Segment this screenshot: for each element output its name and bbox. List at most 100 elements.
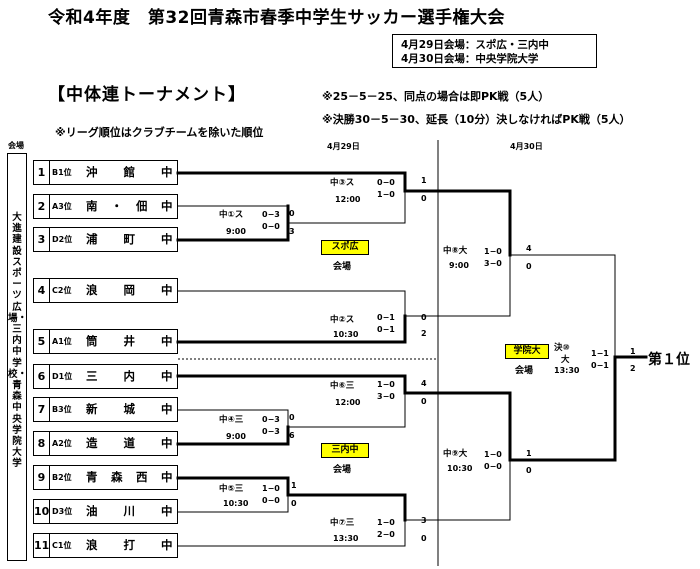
match-time: 9:00 (226, 432, 246, 441)
match-total-top: 1 (526, 449, 532, 458)
match-total-top: 4 (526, 244, 532, 253)
bracket-line-m5-top (176, 476, 290, 497)
match-half1-score: 0−3 (262, 210, 280, 219)
match-label: 中②ス (330, 315, 355, 325)
team-row: 2 A3位 南 ・ 佃 中 (33, 194, 178, 219)
team-seed: 10 (34, 505, 50, 518)
match-time: 10:30 (333, 330, 359, 339)
bracket-line-m8-bottom (404, 254, 511, 317)
venue-header: 会場 (8, 141, 24, 150)
team-name: 浪 打 中 (86, 538, 174, 552)
venue-badge-gakuindai: 学院大 (505, 344, 549, 359)
match-total-bottom: 0 (526, 262, 532, 271)
final-half2-score: 0−1 (591, 361, 609, 370)
match-label: 中⑦三 (330, 518, 355, 528)
match-time: 13:30 (333, 534, 359, 543)
match-half2-score: 3−0 (377, 392, 395, 401)
team-seed: 8 (37, 437, 46, 450)
team-league-rank: B1位 (52, 168, 72, 177)
bracket-line-m8-top (403, 189, 512, 257)
match-label: 中⑨大 (443, 449, 468, 459)
final-label-venue: 大 (561, 355, 570, 365)
team-league-rank: A3位 (52, 202, 72, 211)
match-half1-score: 0−3 (262, 415, 280, 424)
bracket-line-m3-top (176, 171, 407, 193)
bracket-line-m3-bottom (287, 190, 406, 224)
match-label: 中①ス (219, 210, 244, 220)
final-time: 13:30 (554, 366, 580, 375)
team-league-rank: C1位 (52, 541, 72, 550)
bracket-line-m2-bottom (176, 314, 407, 344)
note-final-time: ※決勝30－5－30、延長（10分）決しなければPK戦（5人） (322, 113, 631, 126)
team-league-rank: C2位 (52, 286, 72, 295)
match-time: 12:00 (335, 195, 361, 204)
match-total-bottom: 0 (291, 499, 297, 508)
bracket-line-m1-bottom (176, 204, 290, 242)
match-half2-score: 0−0 (262, 496, 280, 505)
team-row: 10 D3位 油 川 中 (33, 499, 178, 524)
match-total-bottom: 3 (289, 227, 295, 236)
team-league-rank: A1位 (52, 337, 72, 346)
match-total-bottom: 6 (289, 431, 295, 440)
match-half1-score: 1−0 (484, 450, 502, 459)
venue-word: 会場 (515, 366, 534, 376)
bracket-line-m7-top (286, 493, 407, 522)
match-half2-score: 1−0 (377, 190, 395, 199)
final-total-bottom: 2 (630, 364, 636, 373)
venue-column-text: 大進建設スポーツ広場・三内中学校・青森中央学院大学 (8, 212, 28, 470)
match-total-bottom: 0 (421, 194, 427, 203)
team-league-rank: A2位 (52, 439, 72, 448)
match-half2-score: 0−1 (377, 325, 395, 334)
match-half1-score: 1−0 (484, 247, 502, 256)
team-league-rank: D3位 (52, 507, 73, 516)
match-total-top: 1 (421, 176, 427, 185)
bracket-line-m6-top (176, 374, 407, 395)
venue-word: 会場 (333, 465, 352, 475)
bracket-line-m9-top (403, 391, 512, 462)
match-half2-score: 0−3 (262, 427, 280, 436)
page-title: 令和4年度 第32回青森市春季中学生サッカー選手権大会 (48, 8, 505, 28)
schedule-day2: 4月30日会場：中央学院大学 (401, 53, 539, 65)
bracket-line-m9-bottom (404, 459, 511, 521)
date-label-day1: 4月29日 (327, 142, 360, 151)
match-total-top: 3 (421, 516, 427, 525)
match-total-top: 0 (421, 313, 427, 322)
team-row: 8 A2位 造 道 中 (33, 431, 178, 456)
match-time: 9:00 (226, 227, 246, 236)
ranking-note: ※リーグ順位はクラブチームを除いた順位 (55, 126, 264, 139)
match-time: 10:30 (223, 499, 249, 508)
team-row: 6 D1位 三 内 中 (33, 364, 178, 389)
bracket-line-m4-bottom (176, 425, 290, 446)
note-regular-time: ※25－5－25、同点の場合は即PK戦（5人） (322, 90, 550, 103)
match-total-bottom: 2 (421, 329, 427, 338)
team-row: 3 D2位 浦 町 中 (33, 227, 178, 252)
match-half1-score: 1−0 (377, 380, 395, 389)
match-label: 中⑤三 (219, 484, 244, 494)
match-half1-score: 0−1 (377, 313, 395, 322)
match-time: 12:00 (335, 398, 361, 407)
team-league-rank: B2位 (52, 473, 72, 482)
match-half1-score: 1−0 (262, 484, 280, 493)
match-half2-score: 3−0 (484, 259, 502, 268)
team-row: 4 C2位 浪 岡 中 (33, 278, 178, 303)
venue-badge-sannai: 三内中 (321, 443, 369, 458)
venue-column: 大進建設スポーツ広場・三内中学校・青森中央学院大学 (7, 153, 27, 561)
bracket-line-final-bottom (508, 355, 617, 462)
bracket-line-final-top (509, 254, 616, 358)
final-label: 決⑩ (554, 343, 570, 353)
match-total-bottom: 0 (526, 466, 532, 475)
team-name: 筒 井 中 (86, 334, 174, 348)
match-total-top: 0 (289, 413, 295, 422)
bracket-line-m5-bottom (177, 494, 289, 513)
final-half1-score: 1−1 (591, 349, 609, 358)
match-half2-score: 0−0 (262, 222, 280, 231)
team-seed: 5 (37, 335, 46, 348)
team-seed: 1 (37, 166, 46, 179)
champion-label: 第１位 (648, 352, 690, 368)
match-total-top: 0 (289, 209, 295, 218)
match-half1-score: 1−0 (377, 518, 395, 527)
team-league-rank: D1位 (52, 372, 73, 381)
match-total-top: 4 (421, 379, 427, 388)
match-total-bottom: 0 (421, 534, 427, 543)
team-name: 造 道 中 (86, 436, 174, 450)
